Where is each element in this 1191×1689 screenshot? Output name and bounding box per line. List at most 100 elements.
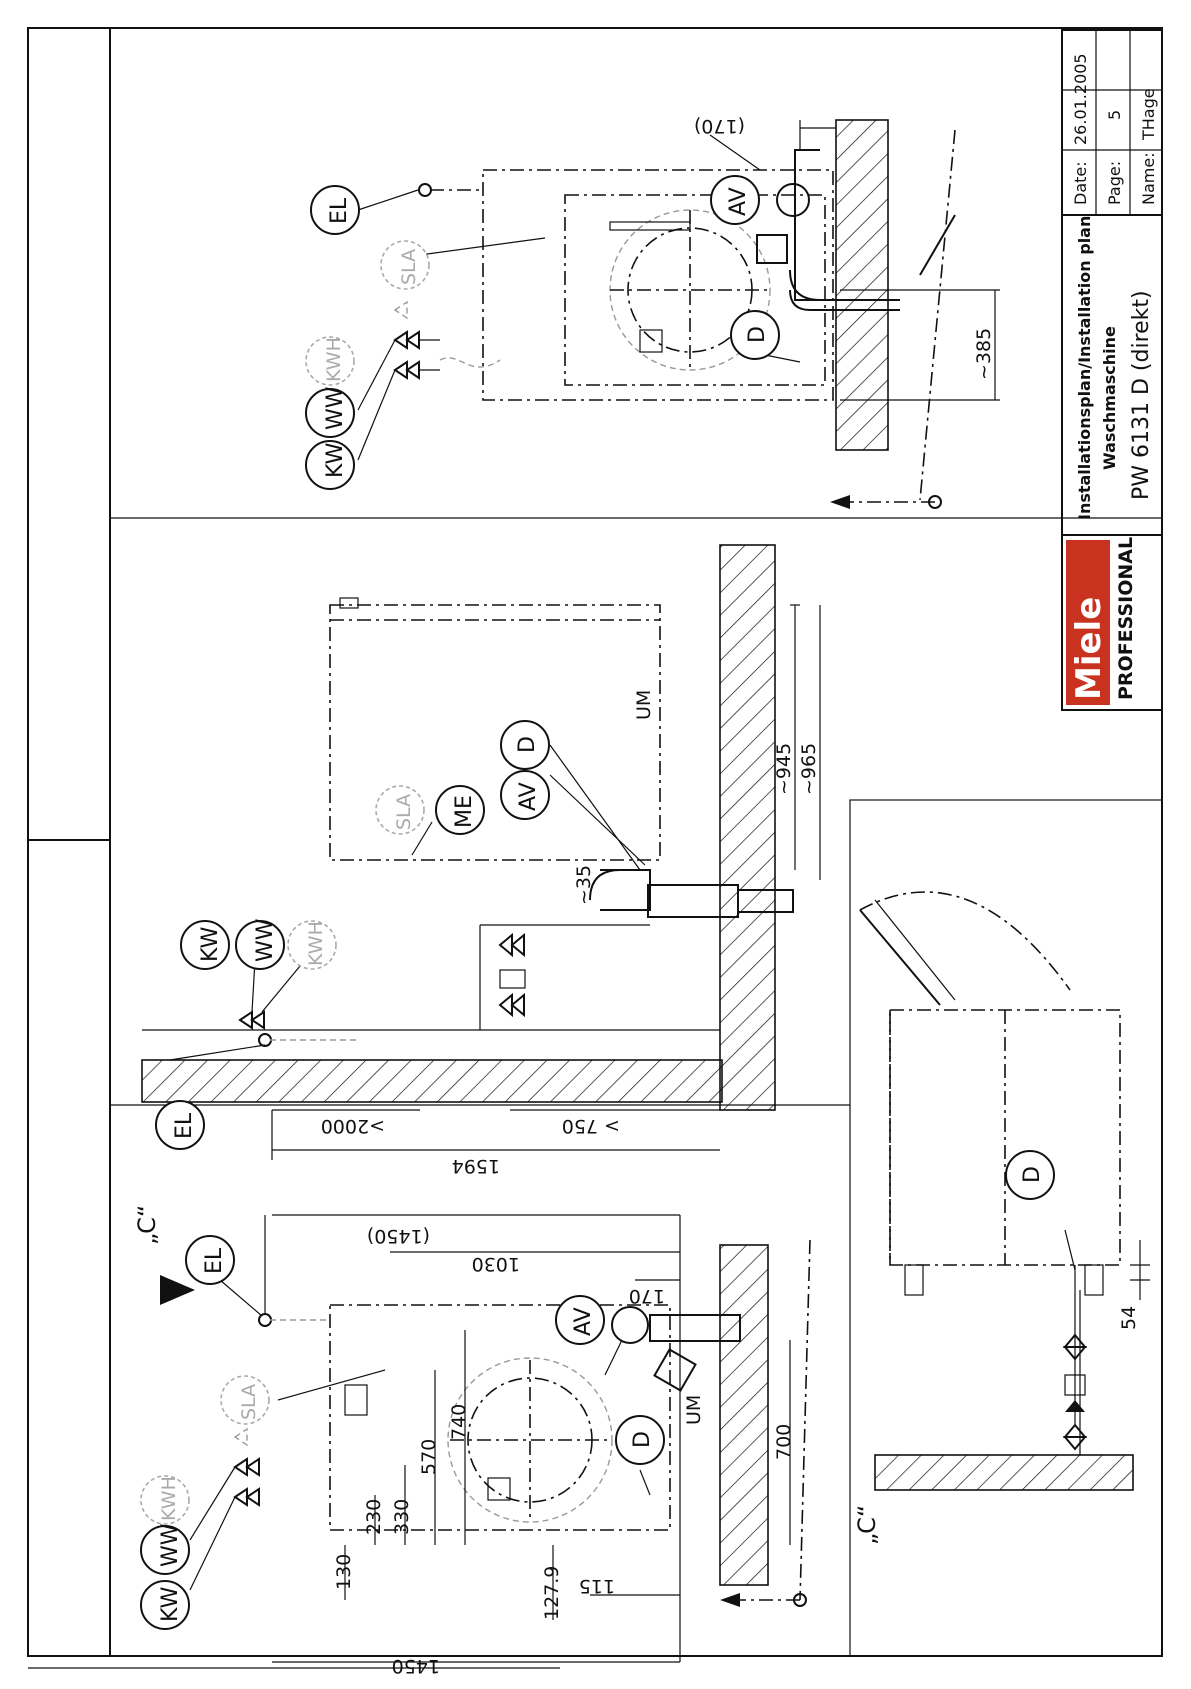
outer-frame (27, 27, 1163, 1657)
lid-swing-arc (859, 891, 1071, 991)
dim-700: 700 (773, 1424, 795, 1460)
bubble-d-bottom (615, 1415, 665, 1465)
machine-outline-top (482, 169, 834, 401)
wall-bottom (719, 1244, 769, 1586)
control-panel (344, 1384, 368, 1416)
view-c-detail: 54 „C“ (853, 891, 1150, 1545)
bubble-el-side (155, 1100, 205, 1150)
view-c-arrow (160, 1275, 195, 1305)
dim-1030: 1030 (472, 1253, 520, 1275)
dim-35: ~35 (573, 865, 595, 905)
svg-text:EL: EL (327, 197, 352, 224)
floor-view-c (874, 1454, 1134, 1491)
svg-text:EL: EL (202, 1247, 227, 1274)
date-label: Date: (1071, 161, 1090, 205)
svg-text:D: D (1020, 1166, 1045, 1183)
bubble-d-view-c (1005, 1150, 1055, 1200)
dim-385: ~385 (973, 328, 995, 380)
dim-750: > 750 (562, 1115, 620, 1137)
svg-text:KW: KW (323, 442, 348, 478)
label-um-side: UM (633, 690, 655, 720)
view-c-marker: „C“ (133, 1205, 161, 1245)
svg-text:WW: WW (253, 918, 278, 962)
dim-570: 570 (418, 1439, 440, 1475)
title-line-1: Installationsplan/Installation plan (1075, 216, 1094, 520)
svg-text:KWH: KWH (323, 337, 345, 382)
date-value: 26.01.2005 (1071, 53, 1090, 145)
bubble-d-side (500, 720, 550, 770)
dim-170p: (170) (694, 115, 745, 137)
bubble-av-side (500, 770, 550, 820)
top-view: (170) ~385 (357, 115, 1000, 509)
svg-text:D: D (745, 326, 770, 343)
svg-text:KWH: KWH (158, 1476, 180, 1521)
bubble-ww-side (235, 920, 285, 970)
svg-text:D: D (515, 736, 540, 753)
bubble-ww-bottom (140, 1525, 190, 1575)
bubble-sla-top (380, 240, 430, 290)
bubble-kw-side (180, 920, 230, 970)
svg-text:KWH: KWH (305, 921, 327, 966)
bubble-ww-top (305, 388, 355, 438)
title-block: Date: 26.01.2005 Page: 5 Name: THage Ins… (1061, 29, 1163, 711)
name-label: Name: (1139, 152, 1158, 205)
dim-130: 130 (333, 1554, 355, 1590)
page-label: Page: (1105, 161, 1124, 205)
machine-outline-side (329, 604, 661, 861)
dim-330: 330 (391, 1499, 413, 1535)
view-c-frame (849, 799, 1163, 1657)
bubble-sla-side (375, 785, 425, 835)
miele-logo: Miele (1069, 597, 1109, 700)
miele-professional: PROFESSIONAL (1115, 537, 1137, 700)
name-value: THage (1139, 88, 1158, 141)
dim-1450: 1450 (392, 1655, 440, 1677)
floor-side (719, 544, 776, 1111)
label-um-bottom: UM (683, 1395, 705, 1425)
bubble-kw-bottom (140, 1580, 190, 1630)
dim-740: 740 (448, 1404, 470, 1440)
svg-text:WW: WW (323, 386, 348, 430)
dim-945: ~945 (773, 743, 795, 795)
svg-text:AV: AV (516, 782, 541, 811)
bubble-av-top (710, 175, 760, 225)
bubble-me-side (435, 785, 485, 835)
wall-top (835, 119, 889, 451)
bubble-sla-bottom (220, 1375, 270, 1425)
svg-text:AV: AV (726, 187, 751, 216)
bubble-kwh-side (287, 920, 337, 970)
svg-text:WW: WW (158, 1523, 183, 1567)
bubble-av-bottom (555, 1295, 605, 1345)
svg-text:KW: KW (198, 926, 223, 962)
svg-text:AV: AV (571, 1307, 596, 1336)
svg-text:EL: EL (172, 1112, 197, 1139)
dim-115: 115 (579, 1575, 615, 1597)
title-line-2: Waschmaschine (1100, 326, 1119, 470)
dim-170: 170 (629, 1285, 665, 1307)
side-view: UM ~945 ~965 ~35 >2000 > 750 1594 (141, 544, 821, 1177)
svg-text:SLA: SLA (393, 794, 415, 830)
bottom-top-view: (1450) 1450 1030 170 130 230 330 570 740… (133, 1205, 811, 1677)
dim-965: ~965 (798, 743, 820, 795)
machine-outline-bottom (329, 1304, 671, 1531)
dim-2000: >2000 (321, 1115, 385, 1137)
svg-text:KW: KW (158, 1586, 183, 1622)
title-line-3: PW 6131 D (direkt) (1129, 290, 1154, 500)
bubble-kwh-bottom (140, 1475, 190, 1525)
svg-text:ME: ME (452, 795, 477, 828)
svg-text:SLA: SLA (398, 249, 420, 285)
miele-logo-bg (1066, 540, 1110, 705)
dim-1450p: (1450) (367, 1225, 430, 1247)
dim-127-9: 127.9 (541, 1566, 563, 1620)
dim-230: 230 (363, 1499, 385, 1535)
svg-text:D: D (630, 1431, 655, 1448)
bubble-kw-top (305, 440, 355, 490)
dim-54: 54 (1118, 1306, 1140, 1330)
bubble-el-top (310, 185, 360, 235)
bubble-el-bottom (185, 1235, 235, 1285)
bubble-d-top (730, 310, 780, 360)
dim-1594: 1594 (452, 1155, 500, 1177)
svg-text:SLA: SLA (238, 1384, 260, 1420)
bubble-kwh-top (305, 336, 355, 386)
page-value: 5 (1105, 110, 1124, 120)
